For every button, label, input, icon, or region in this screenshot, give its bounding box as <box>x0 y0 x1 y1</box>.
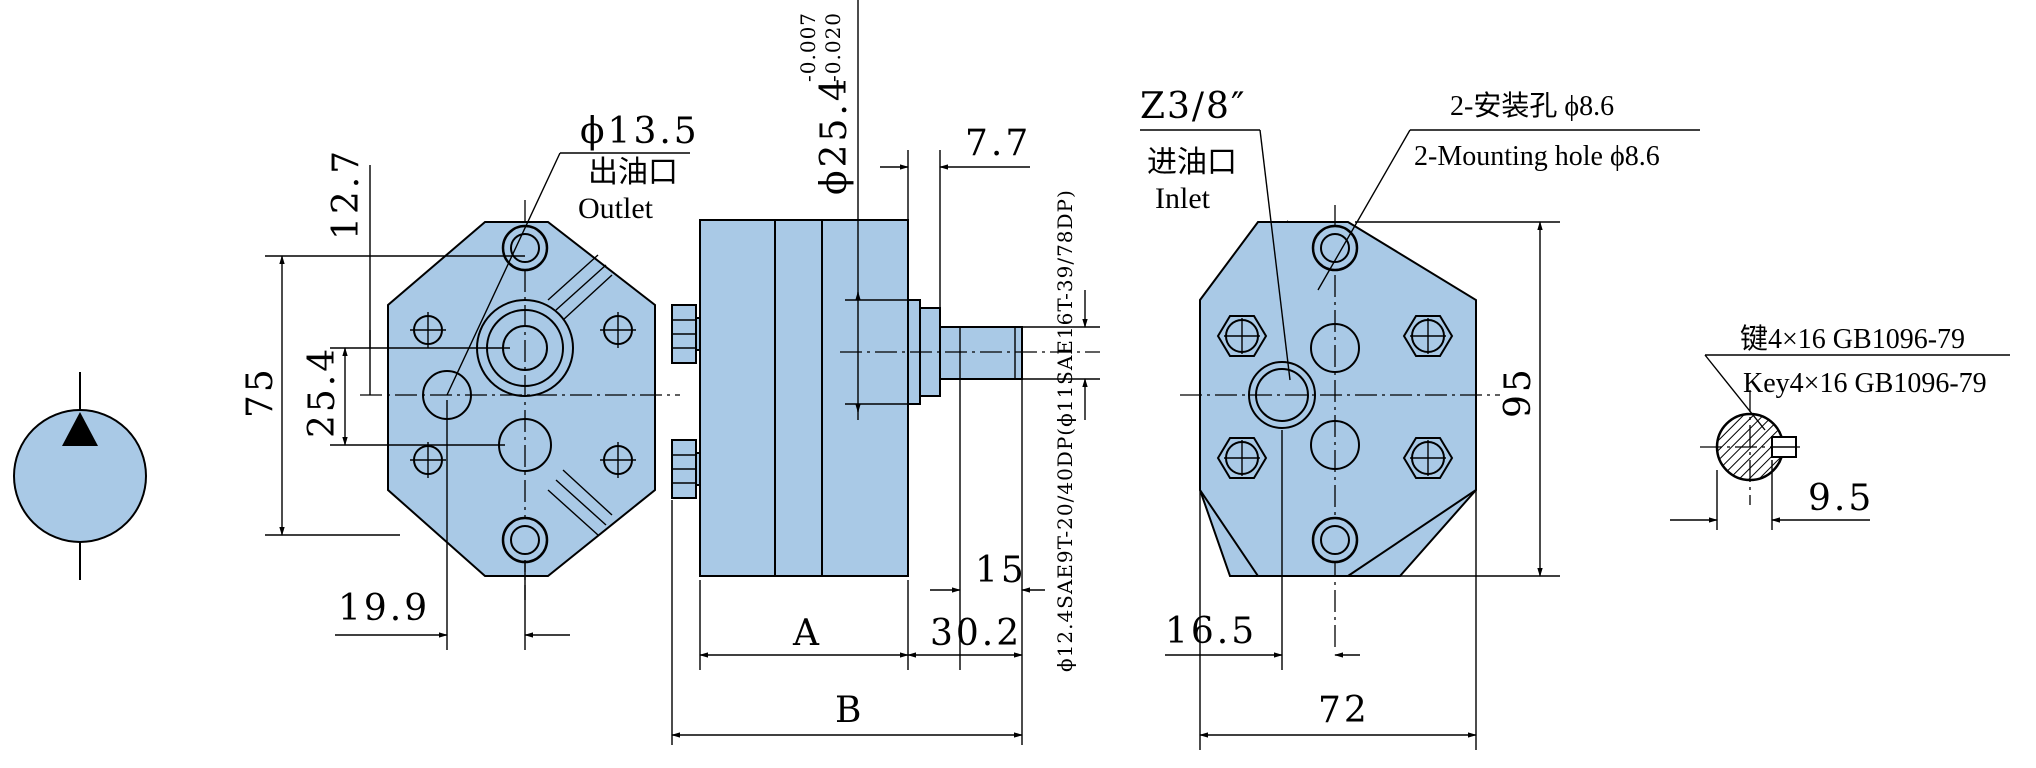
dim-9-5: 9.5 <box>1808 478 1874 519</box>
front-view-dimensions <box>265 152 690 650</box>
pilot-diameter-label: ϕ25.4 <box>814 75 855 195</box>
dim-95: 95 <box>1498 366 1539 418</box>
pilot-tolerance-upper: -0.007 <box>796 12 820 82</box>
side-view-dimensions <box>671 0 1100 745</box>
rear-view-dimensions <box>1140 129 1700 750</box>
rear-view <box>1180 205 1500 650</box>
dim-12-7: 12.7 <box>326 148 367 240</box>
dim-A: A <box>792 613 820 654</box>
dim-16-5: 16.5 <box>1165 611 1257 652</box>
dim-25-4: 25.4 <box>302 346 343 438</box>
key-label-cn: 键4×16 GB1096-79 <box>1740 323 1965 355</box>
dim-75: 75 <box>240 366 281 418</box>
inlet-label-en: Inlet <box>1155 182 1211 215</box>
dim-B: B <box>835 690 861 731</box>
drive-shaft <box>939 326 1023 380</box>
hex-bolt <box>1402 437 1454 479</box>
dim-30-2: 30.2 <box>930 613 1022 654</box>
outlet-label-en: Outlet <box>578 192 654 225</box>
front-view <box>360 200 680 600</box>
outlet-diameter-label: ϕ13.5 <box>580 111 700 152</box>
hex-bolt <box>1402 315 1454 357</box>
hex-bolt <box>1216 437 1268 479</box>
shaft-key-section <box>1670 354 2010 530</box>
dim-19-9: 19.9 <box>338 588 430 629</box>
side-view <box>671 219 1100 577</box>
dim-15: 15 <box>975 550 1027 591</box>
spline-spec-label: ϕ12.4SAE9T-20/40DP(ϕ11SAE16T-39/78DP) <box>1053 189 1077 672</box>
dim-7-7: 7.7 <box>965 123 1031 164</box>
mounting-hole-label-cn: 2-安装孔 ϕ8.6 <box>1450 90 1614 122</box>
hex-bolt <box>1216 315 1268 357</box>
pump-direction-triangle <box>62 412 98 446</box>
pilot-tolerance-lower: -0.020 <box>821 12 845 82</box>
side-view-body <box>699 219 909 577</box>
outlet-label-cn: 出油口 <box>588 156 678 189</box>
hydraulic-pump-symbol <box>13 372 147 580</box>
dim-72: 72 <box>1318 690 1370 731</box>
mounting-hole-label-en: 2-Mounting hole ϕ8.6 <box>1414 141 1660 172</box>
inlet-label-cn: 进油口 <box>1147 146 1237 179</box>
front-view-body <box>387 221 656 577</box>
inlet-thread-label: Z3/8″ <box>1140 86 1246 127</box>
key-label-en: Key4×16 GB1096-79 <box>1743 368 1987 399</box>
